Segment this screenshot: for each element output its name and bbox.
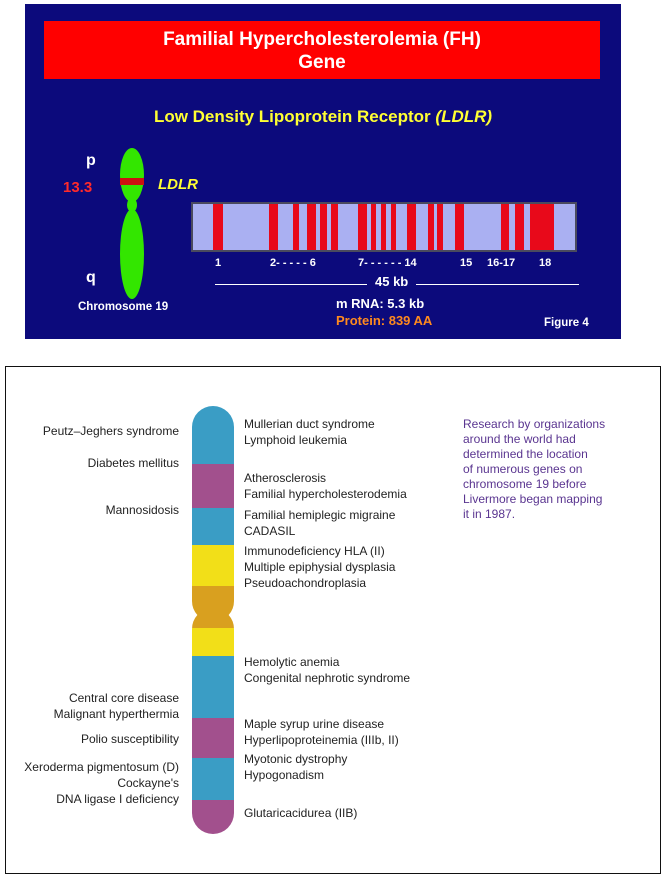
gene-locus-label: Multiple epiphysial dysplasia (244, 560, 396, 574)
exon-block (437, 204, 443, 250)
exon-block (501, 204, 509, 250)
research-note-line: Research by organizations (463, 417, 606, 431)
ldlr-gene-slide: Familial Hypercholesterolemia (FH) Gene … (25, 4, 621, 339)
slide-title: Familial Hypercholesterolemia (FH) Gene (44, 21, 600, 79)
exon-number: 15 (460, 257, 473, 269)
slide-subtitle: Low Density Lipoprotein Receptor (LDLR) (25, 107, 621, 127)
gene-label: LDLR (158, 176, 198, 193)
exon-block (381, 204, 386, 250)
gene-locus-label: Hypogonadism (244, 768, 325, 782)
gene-locus-label: Malignant hyperthermia (53, 707, 179, 721)
subtitle-abbreviation: (LDLR) (435, 107, 493, 126)
gene-locus-label: Polio susceptibility (80, 732, 179, 746)
slide-title-line1: Familial Hypercholesterolemia (FH) (163, 29, 481, 50)
exon-block (515, 204, 524, 250)
exon-block (407, 204, 416, 250)
gene-locus-label: Maple syrup urine disease (244, 717, 385, 731)
chromosome-19-gene-map (5, 366, 661, 874)
band-label: 13.3 (63, 179, 93, 196)
gene-locus-label: Peutz–Jeghers syndrome (42, 424, 179, 438)
protein-length: Protein: 839 AA (336, 313, 433, 328)
mrna-length: m RNA: 5.3 kb (336, 296, 425, 311)
gene-locus-label: Atherosclerosis (244, 471, 327, 485)
exon-number: 16-17 (487, 257, 516, 269)
exon-block (331, 204, 338, 250)
gene-locus-label: Glutaricacidurea (IIB) (244, 806, 358, 820)
exon-number: 1 (215, 257, 222, 269)
gene-locus-label: Familial hemiplegic migraine (244, 508, 396, 522)
gene-locus-label: Central core disease (68, 691, 179, 705)
research-note-line: it in 1987. (463, 507, 516, 521)
subtitle-text: Low Density Lipoprotein Receptor (153, 107, 436, 126)
gene-locus-label: Xeroderma pigmentosum (D) (24, 760, 179, 774)
exon-block (455, 204, 464, 250)
q-arm-label: q (86, 269, 96, 286)
exon-block (530, 204, 554, 250)
research-note-line: of numerous genes on (463, 462, 583, 476)
exon-block (320, 204, 327, 250)
exon-block (293, 204, 299, 250)
p-arm-label: p (86, 152, 96, 169)
ldlr-gene-bar (191, 202, 577, 252)
exon-block (371, 204, 376, 250)
gene-locus-label: Lymphoid leukemia (244, 433, 347, 447)
gene-locus-label: DNA ligase I deficiency (56, 792, 179, 806)
exon-block (428, 204, 434, 250)
chromosome-19-icon (120, 148, 144, 299)
research-note-line: around the world had (463, 432, 576, 446)
exon-number: 2- - - - - 6 (270, 257, 316, 269)
gene-locus-label: Mannosidosis (105, 503, 179, 517)
gene-locus-label: Pseudoachondroplasia (244, 576, 367, 590)
gene-locus-label: CADASIL (244, 524, 296, 538)
exon-block (358, 204, 367, 250)
gene-locus-label: Congenital nephrotic syndrome (244, 671, 411, 685)
gene-locus-label: Familial hypercholesterodemia (244, 487, 407, 501)
exon-number: 7- - - - - - 14 (358, 257, 417, 269)
gene-locus-label: Immunodeficiency HLA (II) (244, 544, 385, 558)
chromosome-label: Chromosome 19 (78, 301, 169, 313)
slide-title-line2: Gene (298, 52, 346, 73)
gene-locus-label: Hyperlipoproteinemia (IIIb, II) (244, 733, 399, 747)
gene-length: 45 kb (367, 274, 417, 289)
exon-block (269, 204, 278, 250)
figure-label: Figure 4 (544, 317, 589, 329)
chromosome-19-ideogram-icon (192, 406, 234, 834)
research-note: Research by organizations around the wor… (463, 417, 648, 522)
gene-locus-label: Diabetes mellitus (87, 456, 179, 470)
exon-block (307, 204, 316, 250)
exon-number: 18 (539, 257, 552, 269)
gene-locus-label: Myotonic dystrophy (244, 752, 348, 766)
research-note-line: Livermore began mapping (463, 492, 603, 506)
research-note-line: determined the location (463, 447, 588, 461)
gene-locus-label: Mullerian duct syndrome (244, 417, 375, 431)
research-note-line: chromosome 19 before (463, 477, 587, 491)
exon-block (213, 204, 223, 250)
gene-locus-label: Cockayne's (117, 776, 179, 790)
gene-locus-label: Hemolytic anemia (244, 655, 340, 669)
exon-block (391, 204, 396, 250)
